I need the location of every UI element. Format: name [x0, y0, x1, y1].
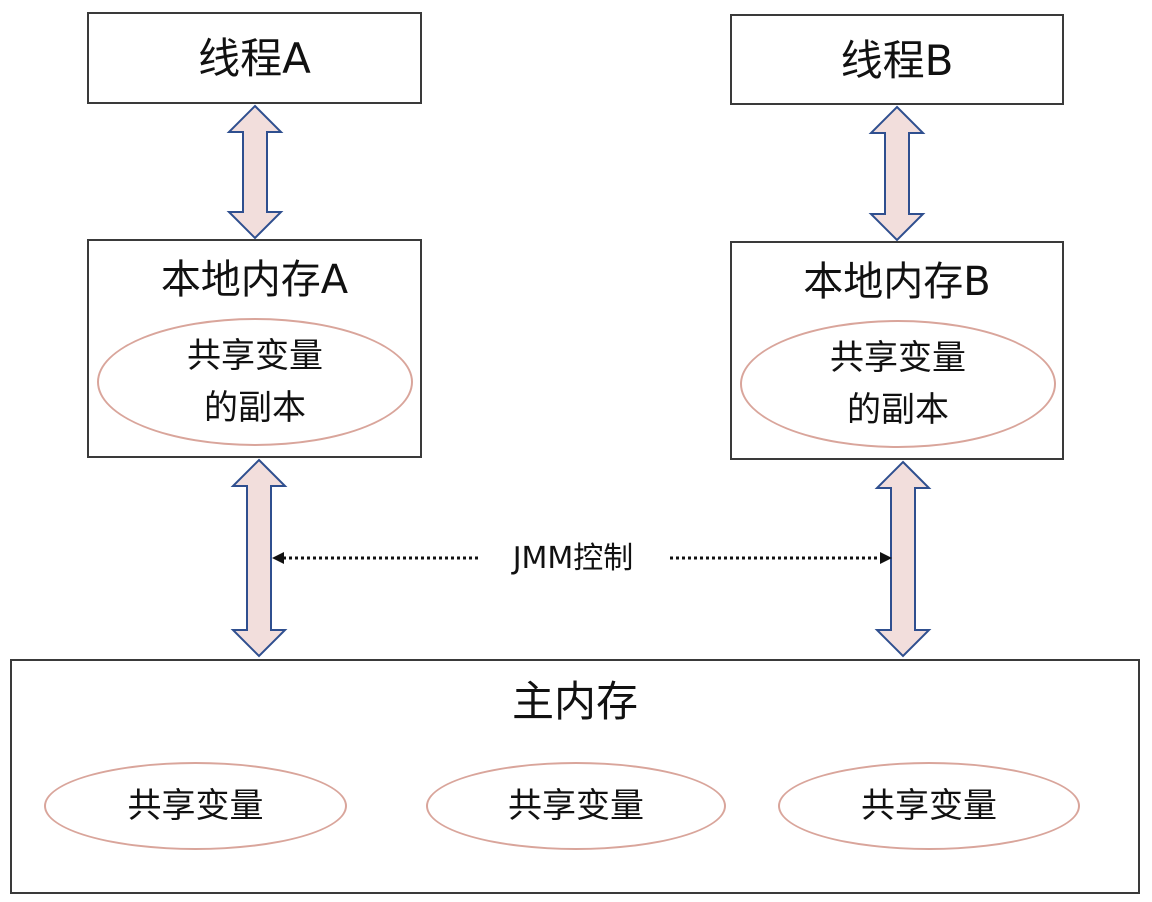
main-memory-label: 主内存 [511, 677, 638, 726]
jmm-control-label: JMM控制 [478, 537, 668, 581]
local-memory-a-label: 本地内存A [160, 257, 349, 303]
thread-b-label: 线程B [840, 36, 954, 85]
thread-b-local-b-arrow [868, 105, 926, 242]
thread-a-local-a-arrow [226, 104, 284, 240]
local-b-main-arrow [874, 460, 932, 658]
local-memory-a-box: 本地内存A 共享变量 的副本 [87, 239, 422, 458]
shared-variable-copy-a-label: 共享变量 的副本 [187, 336, 323, 428]
main-memory-box: 主内存 共享变量 共享变量 共享变量 [10, 659, 1140, 894]
main-shared-variable-1-label: 共享变量 [127, 786, 264, 826]
main-shared-variable-1: 共享变量 [44, 762, 347, 850]
local-memory-b-label: 本地内存B [803, 259, 991, 305]
shared-variable-copy-b-label: 共享变量 的副本 [830, 338, 966, 430]
local-memory-b-box: 本地内存B 共享变量 的副本 [730, 241, 1064, 460]
shared-variable-copy-b: 共享变量 的副本 [740, 320, 1056, 448]
thread-a-label: 线程A [198, 34, 311, 83]
local-a-main-arrow [230, 458, 288, 658]
main-shared-variable-2-label: 共享变量 [508, 786, 644, 826]
shared-variable-copy-a: 共享变量 的副本 [97, 318, 413, 446]
thread-b-box: 线程B [730, 14, 1064, 105]
main-shared-variable-3: 共享变量 [778, 762, 1080, 850]
main-shared-variable-2: 共享变量 [426, 762, 726, 850]
thread-a-box: 线程A [87, 12, 422, 104]
main-shared-variable-3-label: 共享变量 [861, 786, 997, 826]
